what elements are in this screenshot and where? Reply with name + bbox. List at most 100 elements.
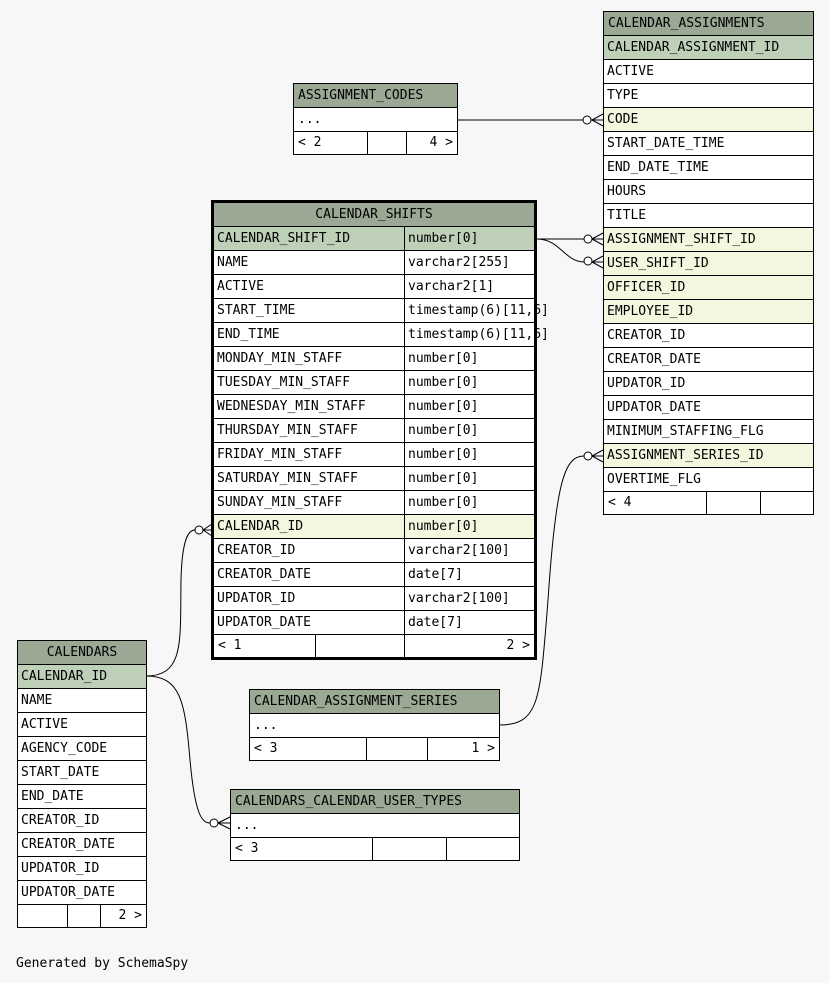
column-row[interactable]: TITLE xyxy=(604,204,813,228)
column-row[interactable]: AGENCY_CODE xyxy=(18,737,146,761)
children-count[interactable]: 2 > xyxy=(404,635,534,657)
column-row[interactable]: EMPLOYEE_ID xyxy=(604,300,813,324)
rel-user-shift xyxy=(536,238,585,263)
parents-count[interactable]: < 3 xyxy=(235,841,259,856)
table-calendar-assignment-series[interactable]: CALENDAR_ASSIGNMENT_SERIES ... < 3 1 > xyxy=(249,689,500,761)
column-row[interactable]: MINIMUM_STAFFING_FLG xyxy=(604,420,813,444)
children-count[interactable]: 1 > xyxy=(427,738,499,760)
column-name: MINIMUM_STAFFING_FLG xyxy=(607,424,764,439)
rel-calendar-shifts xyxy=(145,529,196,677)
column-name: ACTIVE xyxy=(217,279,264,294)
parents-count[interactable] xyxy=(18,905,67,927)
column-name: UPDATOR_DATE xyxy=(217,615,311,630)
column-name: END_TIME xyxy=(217,327,280,342)
table-title[interactable]: CALENDARS_CALENDAR_USER_TYPES xyxy=(231,790,519,814)
table-assignment-codes[interactable]: ASSIGNMENT_CODES ... < 2 4 > xyxy=(293,83,458,155)
column-row[interactable]: CREATOR_DATE xyxy=(18,833,146,857)
table-title[interactable]: CALENDAR_ASSIGNMENTS xyxy=(604,12,813,36)
table-title[interactable]: CALENDARS xyxy=(18,641,146,665)
column-row[interactable]: CALENDAR_ASSIGNMENT_ID xyxy=(604,36,813,60)
column-row[interactable]: UPDATOR_ID xyxy=(18,857,146,881)
column-row[interactable]: ASSIGNMENT_SHIFT_ID xyxy=(604,228,813,252)
table-calendars-calendar-user-types[interactable]: CALENDARS_CALENDAR_USER_TYPES ... < 3 xyxy=(230,789,520,861)
column-type: number[0] xyxy=(404,491,534,514)
parents-count[interactable]: < 2 xyxy=(298,135,322,150)
column-row[interactable]: ACTIVE xyxy=(18,713,146,737)
column-name: NAME xyxy=(21,693,53,708)
column-row[interactable]: OVERTIME_FLG xyxy=(604,468,813,492)
column-name: CREATOR_DATE xyxy=(217,567,311,582)
column-type: varchar2[1] xyxy=(404,275,534,298)
column-name: CREATOR_DATE xyxy=(607,352,701,367)
column-row[interactable]: UPDATOR_DATE xyxy=(604,396,813,420)
children-count[interactable]: 4 > xyxy=(406,132,457,154)
column-row[interactable]: CALENDAR_ID xyxy=(18,665,146,689)
column-row[interactable]: CODE xyxy=(604,108,813,132)
column-name: UPDATOR_ID xyxy=(21,861,100,876)
rel-series xyxy=(498,455,585,726)
column-type: number[0] xyxy=(404,347,534,370)
parents-count[interactable]: < 1 xyxy=(218,638,242,653)
column-row[interactable]: SUNDAY_MIN_STAFF number[0] xyxy=(214,491,534,515)
table-title[interactable]: CALENDAR_SHIFTS xyxy=(214,203,534,227)
column-name: CALENDAR_ID xyxy=(21,669,108,684)
column-row[interactable]: CREATOR_ID xyxy=(604,324,813,348)
column-row[interactable]: UPDATOR_ID xyxy=(604,372,813,396)
column-type: number[0] xyxy=(404,371,534,394)
column-name: THURSDAY_MIN_STAFF xyxy=(217,423,358,438)
column-name: EMPLOYEE_ID xyxy=(607,304,694,319)
column-type: varchar2[100] xyxy=(404,587,534,610)
column-row[interactable]: ACTIVE varchar2[1] xyxy=(214,275,534,299)
column-row[interactable]: CREATOR_ID xyxy=(18,809,146,833)
column-row[interactable]: UPDATOR_DATE xyxy=(18,881,146,905)
column-row[interactable]: ASSIGNMENT_SERIES_ID xyxy=(604,444,813,468)
column-row[interactable]: START_DATE_TIME xyxy=(604,132,813,156)
table-footer: 2 > xyxy=(18,905,146,927)
column-row[interactable]: END_DATE xyxy=(18,785,146,809)
generated-by-note: Generated by SchemaSpy xyxy=(16,956,189,971)
parents-count[interactable]: < 4 xyxy=(608,495,632,510)
column-name: CALENDAR_ID xyxy=(217,519,304,534)
children-count[interactable] xyxy=(760,492,813,514)
table-calendar-assignments[interactable]: CALENDAR_ASSIGNMENTS CALENDAR_ASSIGNMENT… xyxy=(603,11,814,515)
footer-middle xyxy=(706,492,760,514)
column-row[interactable]: USER_SHIFT_ID xyxy=(604,252,813,276)
column-name: CREATOR_ID xyxy=(21,813,100,828)
table-title[interactable]: CALENDAR_ASSIGNMENT_SERIES xyxy=(250,690,499,714)
column-row[interactable]: START_DATE xyxy=(18,761,146,785)
column-name: SUNDAY_MIN_STAFF xyxy=(217,495,343,510)
children-count[interactable]: 2 > xyxy=(100,905,146,927)
column-row[interactable]: HOURS xyxy=(604,180,813,204)
column-row[interactable]: END_DATE_TIME xyxy=(604,156,813,180)
column-row[interactable]: NAME xyxy=(18,689,146,713)
column-row[interactable]: CREATOR_DATE xyxy=(604,348,813,372)
column-row[interactable]: OFFICER_ID xyxy=(604,276,813,300)
footer-middle xyxy=(367,132,406,154)
footer-middle xyxy=(372,838,446,860)
children-count[interactable] xyxy=(446,838,519,860)
column-row[interactable]: TYPE xyxy=(604,84,813,108)
column-type: number[0] xyxy=(404,443,534,466)
table-title[interactable]: ASSIGNMENT_CODES xyxy=(294,84,457,108)
parents-count[interactable]: < 3 xyxy=(254,741,278,756)
column-name: USER_SHIFT_ID xyxy=(607,256,709,271)
column-row[interactable]: ACTIVE xyxy=(604,60,813,84)
